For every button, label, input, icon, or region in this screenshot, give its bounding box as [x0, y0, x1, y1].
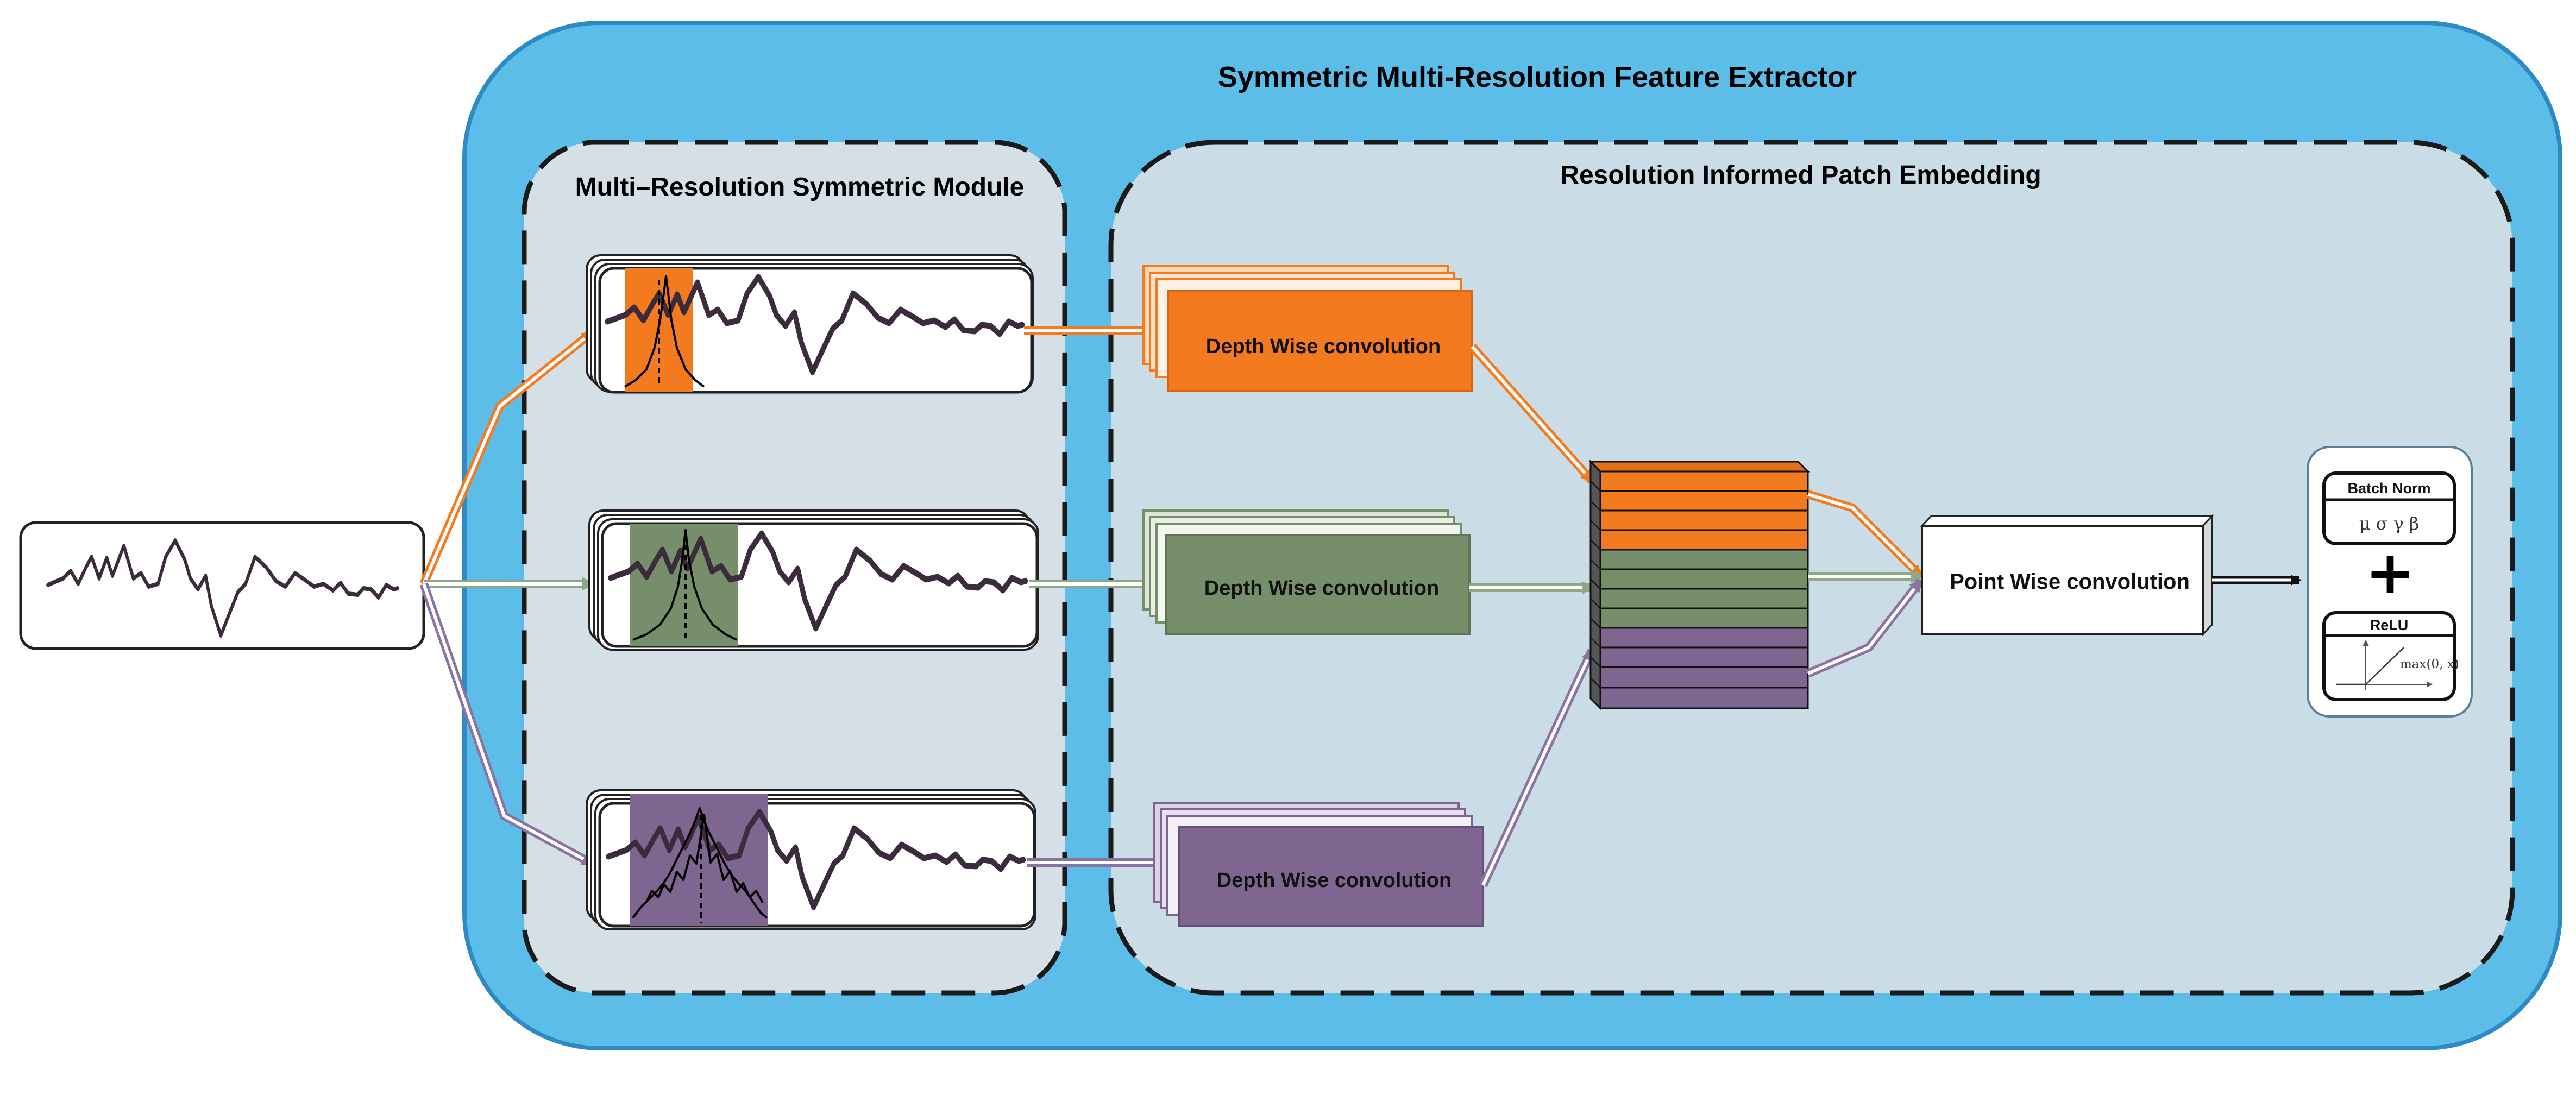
depthwise-conv-green-label: Depth Wise convolution	[1204, 577, 1439, 600]
depthwise-conv-purple-label: Depth Wise convolution	[1217, 869, 1452, 892]
stack-to-pointwise-arrows	[1806, 490, 1924, 678]
depthwise-conv-green[interactable]: Depth Wise convolution	[1142, 509, 1471, 635]
feature-extractor-title: Symmetric Multi-Resolution Feature Extra…	[1218, 61, 1857, 93]
norm-activation-panel: Batch Norm μ σ γ β + ReLU max(0, x)	[2307, 446, 2473, 718]
batch-norm-title: Batch Norm	[2347, 480, 2430, 496]
symmetric-module-title: Multi–Resolution Symmetric Module	[575, 173, 1025, 202]
input-branch-arrows	[419, 329, 595, 868]
depthwise-conv-orange[interactable]: Depth Wise convolution	[1142, 265, 1473, 392]
plus-sign: +	[2365, 538, 2415, 607]
relu-plot	[2336, 639, 2433, 690]
depthwise-conv-orange-label: Depth Wise convolution	[1206, 335, 1441, 358]
pointwise-conv[interactable]: Point Wise convolution	[1920, 514, 2214, 637]
batch-norm-block[interactable]: Batch Norm μ σ γ β	[2322, 471, 2456, 545]
relu-title: ReLU	[2370, 617, 2409, 633]
signal-window-green	[588, 509, 1039, 651]
input-signal	[19, 521, 425, 650]
depthwise-conv-purple[interactable]: Depth Wise convolution	[1153, 802, 1484, 927]
patch-embedding-title: Resolution Informed Patch Embedding	[1560, 161, 2041, 190]
signal-window-purple	[586, 789, 1036, 930]
depthwise-to-stack-arrows	[1469, 343, 1596, 888]
pointwise-conv-label: Point Wise convolution	[1950, 570, 2190, 594]
batch-norm-params: μ σ γ β	[2359, 513, 2420, 534]
relu-formula: max(0, x)	[2400, 657, 2459, 671]
stacked-feature-maps	[1588, 460, 1810, 710]
relu-block[interactable]: ReLU max(0, x)	[2322, 611, 2459, 701]
resolution-window-purple	[630, 794, 768, 926]
signal-window-orange	[586, 254, 1034, 394]
window-to-depthwise-arrows	[1024, 324, 1166, 869]
